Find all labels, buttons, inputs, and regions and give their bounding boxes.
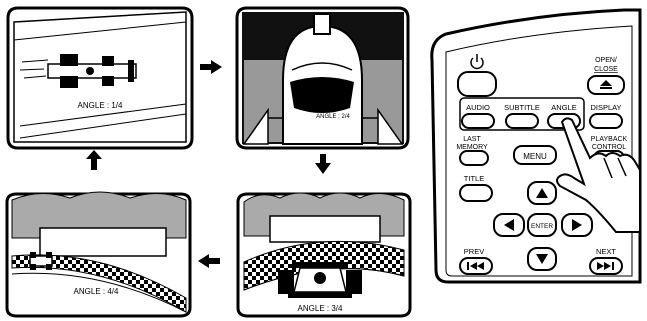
arrow-down-icon [315, 154, 331, 174]
title-button[interactable] [460, 185, 492, 201]
arrow-right-icon [200, 60, 222, 74]
angle-label-4: ANGLE : 4/4 [74, 287, 119, 296]
arrow-left-icon [198, 254, 220, 268]
subtitle-button[interactable] [506, 114, 538, 128]
last-memory-label-1: LAST [463, 136, 481, 143]
audio-label: AUDIO [466, 103, 490, 112]
display-label: DISPLAY [590, 103, 621, 112]
next-label: NEXT [596, 247, 616, 256]
screen-angle-4: ANGLE : 4/4 [7, 192, 190, 316]
right-button[interactable] [562, 214, 592, 236]
arrow-up-icon [86, 150, 102, 170]
angle-label-3: ANGLE : 3/4 [298, 304, 343, 313]
down-button[interactable] [528, 248, 556, 270]
screen-angle-2: ANGLE : 2/4 [237, 8, 408, 148]
subtitle-label: SUBTITLE [504, 103, 540, 112]
open-close-label-2: CLOSE [594, 66, 618, 73]
left-button[interactable] [494, 214, 524, 236]
angle-label-1: ANGLE : 1/4 [78, 101, 123, 110]
last-memory-label-2: MEMORY [456, 144, 488, 151]
next-button[interactable] [590, 258, 622, 274]
playback-control-label-1: PLAYBACK [591, 136, 628, 143]
playback-control-label-2: CONTROL [592, 144, 626, 151]
screen-angle-1: ANGLE : 1/4 [8, 8, 192, 148]
menu-label: MENU [523, 152, 547, 161]
up-button[interactable] [528, 182, 556, 204]
screen-angle-3: ANGLE : 3/4 [238, 193, 410, 316]
power-button[interactable] [458, 72, 496, 96]
enter-label: ENTER [531, 223, 553, 230]
title-label: TITLE [464, 174, 484, 183]
angle-label-2: ANGLE : 2/4 [316, 114, 350, 120]
prev-label: PREV [464, 247, 484, 256]
remote-control: OPEN/ CLOSE AUDIO SUBTITLE ANGLE DISPLAY… [432, 10, 640, 282]
audio-button[interactable] [462, 114, 494, 128]
angle-label: ANGLE [551, 103, 576, 112]
last-memory-button[interactable] [460, 151, 488, 165]
open-close-label-1: OPEN/ [595, 57, 617, 64]
display-button[interactable] [590, 114, 622, 128]
prev-button[interactable] [460, 258, 492, 274]
